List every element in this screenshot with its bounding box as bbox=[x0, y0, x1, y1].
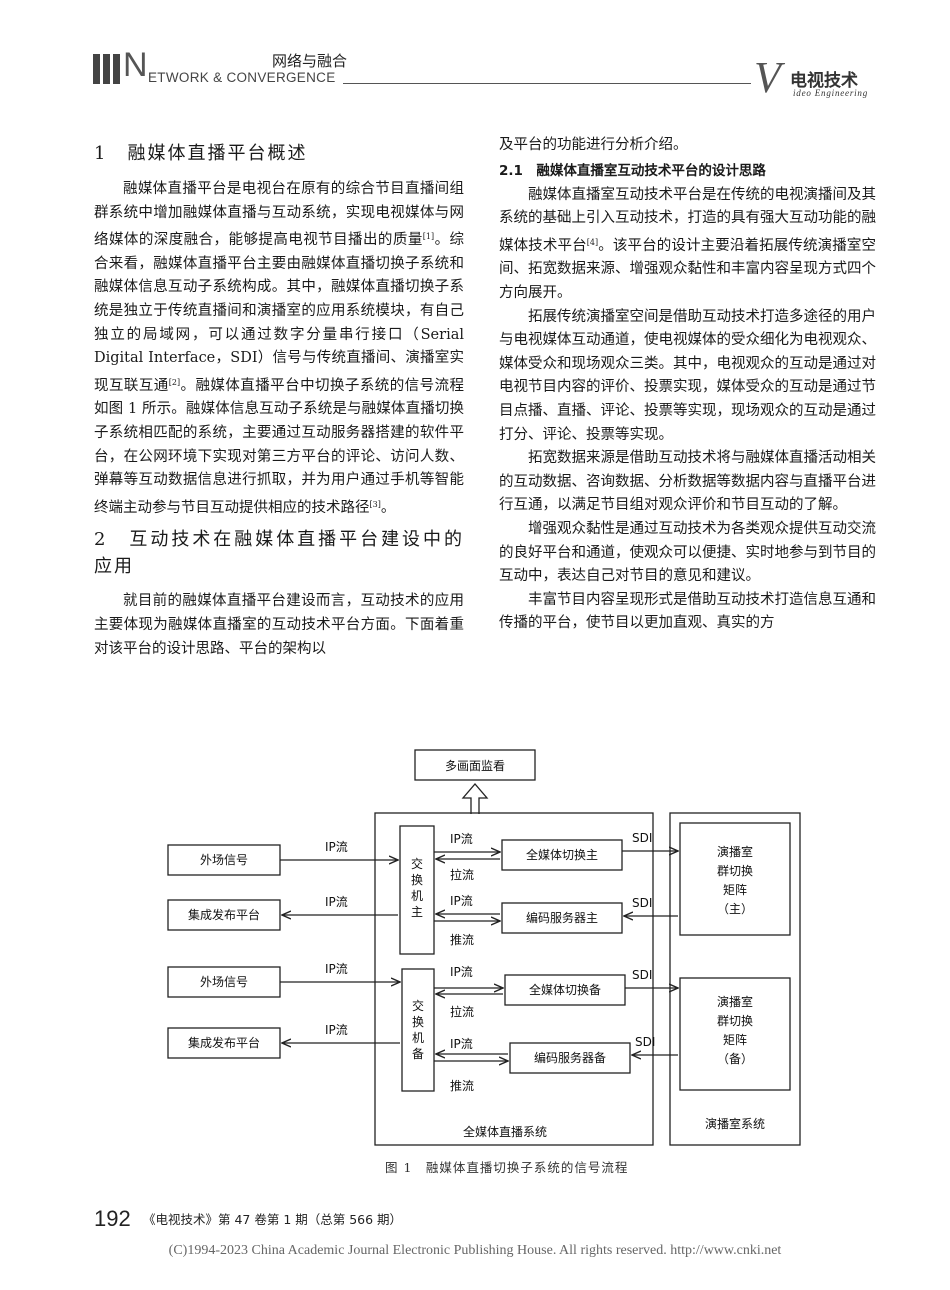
multi-screen-monitor-box bbox=[414, 749, 536, 781]
citation: [2] bbox=[168, 377, 181, 387]
ip-flow-label: IP流 bbox=[325, 895, 348, 909]
copyright-notice: (C)1994-2023 China Academic Journal Elec… bbox=[168, 1243, 782, 1258]
live-system-boundary bbox=[374, 812, 654, 1146]
section-heading-1: 1 融媒体直播平台概述 bbox=[94, 143, 308, 164]
matrix-backup-label: 演播室群切换矩阵（备） bbox=[717, 994, 753, 1066]
encoder-backup-box bbox=[509, 1042, 631, 1074]
monitor-arrow bbox=[461, 783, 489, 814]
header-section-cn: 网络与融合 bbox=[272, 52, 348, 70]
paragraph: 融媒体直播平台是电视台在原有的综合节目直播间组群系统中增加融媒体直播与互动系统，… bbox=[94, 181, 465, 516]
paragraph: 拓宽数据来源是借助互动技术将与融媒体直播活动相关的互动数据、咨询数据、分析数据等… bbox=[499, 450, 876, 514]
sdi-label: SDI bbox=[632, 831, 652, 845]
header-section-initial: N bbox=[123, 46, 148, 84]
paragraph: 拓展传统演播室空间是借助互动技术打造多途径的用户与电视媒体互动通道，使电视媒体的… bbox=[499, 308, 876, 443]
studio-system-label: 演播室系统 bbox=[705, 1116, 765, 1131]
journal-logo-cn: 电视技术 bbox=[790, 71, 858, 91]
citation: [1] bbox=[422, 232, 435, 242]
switch-main-label: 交换机主 bbox=[411, 856, 423, 919]
header-bars-logo bbox=[93, 54, 123, 84]
encoder-main-box bbox=[501, 902, 623, 934]
signal-flow-diagram: 多画面监看 交换机主 交换机备 外场信号 集成发布平台 外场信号 集成发布平台 … bbox=[167, 749, 801, 1146]
live-system-label: 全媒体直播系统 bbox=[463, 1124, 547, 1139]
media-switch-backup-label: 全媒体切换备 bbox=[529, 982, 601, 997]
journal-logo-en: ideo Engineering bbox=[793, 88, 869, 98]
pull-flow-label: 拉流 bbox=[450, 1004, 474, 1019]
header-section-en: ETWORK & CONVERGENCE bbox=[148, 70, 336, 85]
right-column: 及平台的功能进行分析介绍。 2.1 融媒体直播室互动技术平台的设计思路 融媒体直… bbox=[499, 134, 876, 636]
sdi-label: SDI bbox=[632, 896, 652, 910]
publish-platform-label-2: 集成发布平台 bbox=[188, 1035, 260, 1050]
switch-main-box bbox=[399, 825, 435, 955]
pull-flow-label: 拉流 bbox=[450, 867, 474, 882]
push-flow-label: 推流 bbox=[450, 1079, 474, 1093]
encoder-backup-label: 编码服务器备 bbox=[534, 1050, 606, 1065]
matrix-main-label: 演播室群切换矩阵（主） bbox=[717, 844, 753, 916]
paragraph-continued: 及平台的功能进行分析介绍。 bbox=[499, 137, 688, 153]
sdi-label: SDI bbox=[635, 1035, 655, 1049]
journal-citation: 《电视技术》第 47 卷第 1 期（总第 566 期） bbox=[143, 1212, 403, 1227]
figure-caption: 图 1 融媒体直播切换子系统的信号流程 bbox=[385, 1160, 629, 1175]
page-number: 192 bbox=[94, 1206, 131, 1231]
matrix-backup-box bbox=[679, 977, 791, 1091]
ip-flow-label: IP流 bbox=[450, 894, 473, 908]
ip-flow-label: IP流 bbox=[450, 965, 473, 979]
external-signal-label-1: 外场信号 bbox=[200, 853, 248, 867]
paragraph: 就目前的融媒体直播平台建设而言，互动技术的应用主要体现为融媒体直播室的互动技术平… bbox=[94, 593, 464, 657]
studio-system-boundary bbox=[669, 812, 801, 1146]
citation: [4] bbox=[586, 237, 599, 247]
publish-platform-box-2 bbox=[167, 1027, 281, 1059]
publish-platform-box-1 bbox=[167, 899, 281, 931]
ip-flow-label: IP流 bbox=[325, 962, 348, 976]
matrix-main-box bbox=[679, 822, 791, 936]
switch-backup-label: 交换机备 bbox=[412, 998, 424, 1061]
paragraph: 丰富节目内容呈现形式是借助互动技术打造信息互通和传播的平台，使节目以更加直观、真… bbox=[499, 591, 876, 632]
subsection-heading-2-1: 2.1 融媒体直播室互动技术平台的设计思路 bbox=[499, 162, 766, 179]
push-flow-label: 推流 bbox=[450, 933, 474, 947]
sdi-label: SDI bbox=[632, 968, 652, 982]
multi-screen-monitor-label: 多画面监看 bbox=[445, 759, 505, 773]
media-switch-main-box bbox=[501, 839, 623, 871]
header-rule bbox=[343, 83, 751, 84]
ip-flow-label: IP流 bbox=[450, 1037, 473, 1051]
publish-platform-label-1: 集成发布平台 bbox=[188, 907, 260, 922]
encoder-main-label: 编码服务器主 bbox=[526, 910, 598, 925]
journal-logo-letter: V bbox=[754, 53, 781, 102]
ip-flow-label: IP流 bbox=[325, 1023, 348, 1037]
switch-backup-box bbox=[401, 968, 435, 1092]
paragraph: 增强观众黏性是通过互动技术为各类观众提供互动交流的良好平台和通道，使观众可以便捷… bbox=[499, 520, 876, 585]
external-signal-label-2: 外场信号 bbox=[200, 975, 248, 989]
ip-flow-label: IP流 bbox=[325, 840, 348, 854]
section-heading-2: 2 互动技术在融媒体直播平台建设中的应用 bbox=[94, 529, 464, 578]
paragraph: 融媒体直播室互动技术平台是在传统的电视演播间及其系统的基础上引入互动技术，打造的… bbox=[499, 186, 877, 301]
left-column: 1 融媒体直播平台概述 融媒体直播平台是电视台在原有的综合节目直播间组群系统中增… bbox=[94, 134, 464, 661]
media-switch-main-label: 全媒体切换主 bbox=[526, 847, 598, 862]
media-switch-backup-box bbox=[504, 974, 626, 1006]
ip-flow-label: IP流 bbox=[450, 832, 473, 846]
citation: [3] bbox=[369, 499, 381, 509]
